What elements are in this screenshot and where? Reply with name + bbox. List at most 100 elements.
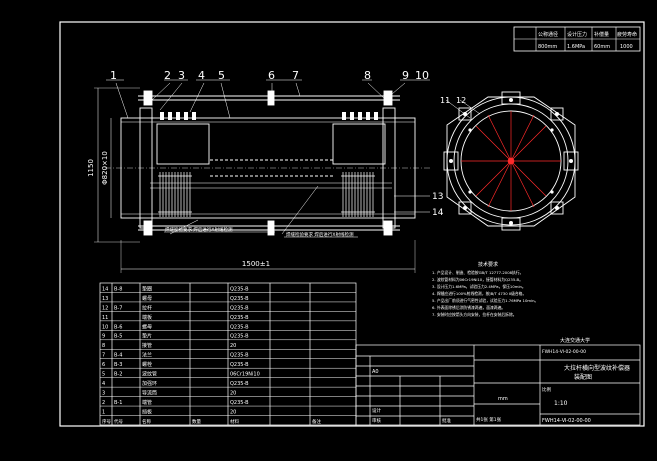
bom-cell-name: 螺栓 (142, 361, 152, 368)
balloon-1: 1 (110, 69, 117, 82)
bom-cell-name: 端板 (142, 314, 152, 321)
spec-value-4: 1000 (620, 44, 633, 50)
bom-cell-no: 7 (102, 353, 105, 359)
label-check: 审核 (372, 417, 381, 424)
bom-cell-code: B-7 (114, 305, 122, 311)
bom-cell-mat: 20 (230, 391, 236, 397)
balloon-13: 13 (432, 192, 443, 202)
balloon-8: 8 (364, 69, 371, 82)
bom-cell-mat: 20 (230, 343, 236, 349)
bom-cell-name: 加强环 (142, 380, 157, 387)
bom-cell-no: 8 (102, 343, 105, 349)
bom-cell-mat: Q235-B (230, 400, 249, 406)
scale-label: 比例 (542, 386, 551, 393)
bom-cell-no: 2 (102, 400, 105, 406)
title-block-text: 大连交通大学 FWH14-Ⅵ-02-00-00 大拉杆横向型波纹补偿器 装配图 … (372, 337, 630, 424)
spec-header-4: 疲劳寿命 (617, 31, 637, 38)
drawing-code-top: FWH14-Ⅵ-02-00-00 (542, 349, 586, 355)
bom-cell-name: 拉杆 (142, 304, 152, 311)
bom-cell-name: 波纹管 (142, 371, 157, 378)
bom-header-cell: 数量 (192, 418, 201, 425)
bom-header-cell: 代号 (114, 418, 123, 425)
bom-cell-mat: Q235-B (230, 296, 249, 302)
balloon-4: 4 (198, 69, 205, 82)
spec-table: 公称通径 设计压力 补偿量 疲劳寿命 800mm 1.6MPa 60mm 100… (513, 26, 641, 52)
drawing-frame (59, 21, 645, 427)
spec-value-1: 800mm (538, 44, 557, 50)
spec-header-3: 补偿量 (594, 31, 609, 38)
title-block (355, 344, 641, 426)
bom-header-cell: 序号 (102, 418, 111, 425)
spec-header-2: 设计压力 (567, 31, 587, 38)
balloon-14: 14 (432, 208, 444, 218)
bom-cell-no: 11 (102, 315, 108, 321)
label-design: 设计 (372, 407, 381, 414)
technical-notes: 技术要求 1. 产品设计、制造、检验按GB/T 12777-2008执行。 2.… (432, 261, 538, 317)
sheet-info: 共1张 第1张 (476, 416, 502, 423)
drawing-title: 大拉杆横向型波纹补偿器 (564, 364, 630, 372)
balloon-5: 5 (218, 69, 225, 82)
bom-cell-no: 14 (102, 286, 108, 292)
dim-diameter: Φ820×10 (101, 151, 109, 185)
drawing-code: FWH14-Ⅵ-02-00-00 (542, 418, 591, 424)
company-name: 大连交通大学 (560, 337, 590, 344)
bom-table (99, 282, 357, 426)
note-line-5: 5. 产品出厂前须进行气密性试验，试验压力1.76MPa 10min。 (432, 298, 538, 303)
bom-cell-code: B-1 (114, 400, 122, 406)
bom-cell-no: 9 (102, 334, 105, 340)
spec-value-3: 60mm (594, 44, 610, 50)
bom-cell-no: 3 (102, 391, 105, 397)
note-line-1: 1. 产品设计、制造、检验按GB/T 12777-2008执行。 (432, 270, 523, 275)
bom-cell-code: B-5 (114, 334, 122, 340)
bom-cell-no: 6 (102, 362, 105, 368)
bom-cell-name: 端管 (142, 399, 152, 406)
dim-length: 1500±1 (242, 260, 270, 268)
front-view (94, 79, 430, 273)
bom-cell-no: 13 (102, 296, 108, 302)
spec-header-1: 公称通径 (538, 31, 558, 38)
balloon-12: 12 (456, 96, 466, 105)
bom-cell-mat: Q235-B (230, 315, 249, 321)
drawing-subtitle: 装配图 (574, 373, 592, 381)
bom-cell-code: B-6 (114, 324, 122, 330)
bom-cell-mat: Q235-B (230, 362, 249, 368)
notes-title: 技术要求 (478, 261, 498, 268)
bom-cell-name: 螺母 (142, 323, 152, 330)
balloon-6: 6 (268, 69, 275, 82)
mark-a0: A0 (372, 369, 379, 375)
bom-cell-no: 5 (102, 372, 105, 378)
spec-value-2: 1.6MPa (567, 44, 585, 50)
note-line-3: 3. 设计压力1.6MPa，试验压力2.4MPa，保压10min。 (432, 284, 526, 289)
balloon-9: 9 (402, 69, 409, 82)
bom-cell-name: 导流筒 (142, 390, 157, 397)
bom-cell-mat: Q235-B (230, 353, 249, 359)
bom-header-cell: 名称 (142, 418, 151, 425)
side-balloons: 11 12 (440, 96, 481, 119)
bom-header-cell: 材料 (230, 418, 239, 425)
balloon-2: 2 (164, 69, 171, 82)
balloon-7: 7 (292, 69, 299, 82)
bom-cell-mat: Q235-B (230, 305, 249, 311)
bom-cell-name: 螺母 (142, 295, 152, 302)
note-line-7: 7. 安装时应按箭头方向安装，拉杆在安装后拆除。 (432, 312, 517, 317)
bom-header-cell: 备注 (312, 418, 321, 425)
dim-height: 1150 (87, 159, 95, 177)
bom-cell-name: 接管 (142, 342, 152, 349)
bom-cell-no: 1 (102, 409, 105, 415)
bom-cell-mat: 06Cr19Ni10 (230, 372, 260, 378)
balloon-3: 3 (178, 69, 185, 82)
leader-note-right: 焊缝检验要求 焊后进行X射线检测 (286, 231, 354, 238)
bom-cell-mat: Q235-B (230, 324, 249, 330)
bom-cell-mat: Q235-B (230, 381, 249, 387)
bom-cell-no: 12 (102, 305, 108, 311)
bom-cell-no: 4 (102, 381, 105, 387)
leader-note-left: 焊缝检验要求 焊后进行X射线检测 (165, 226, 233, 233)
label-approve: 批准 (442, 417, 451, 424)
bom-cell-code: B-8 (114, 286, 122, 292)
bom-cell-name: 挡板 (142, 408, 152, 415)
balloon-10: 10 (415, 69, 429, 82)
bom-cell-name: 法兰 (142, 352, 152, 359)
bom-cell-no: 10 (102, 324, 108, 330)
bom-cell-mat: Q235-B (230, 334, 249, 340)
